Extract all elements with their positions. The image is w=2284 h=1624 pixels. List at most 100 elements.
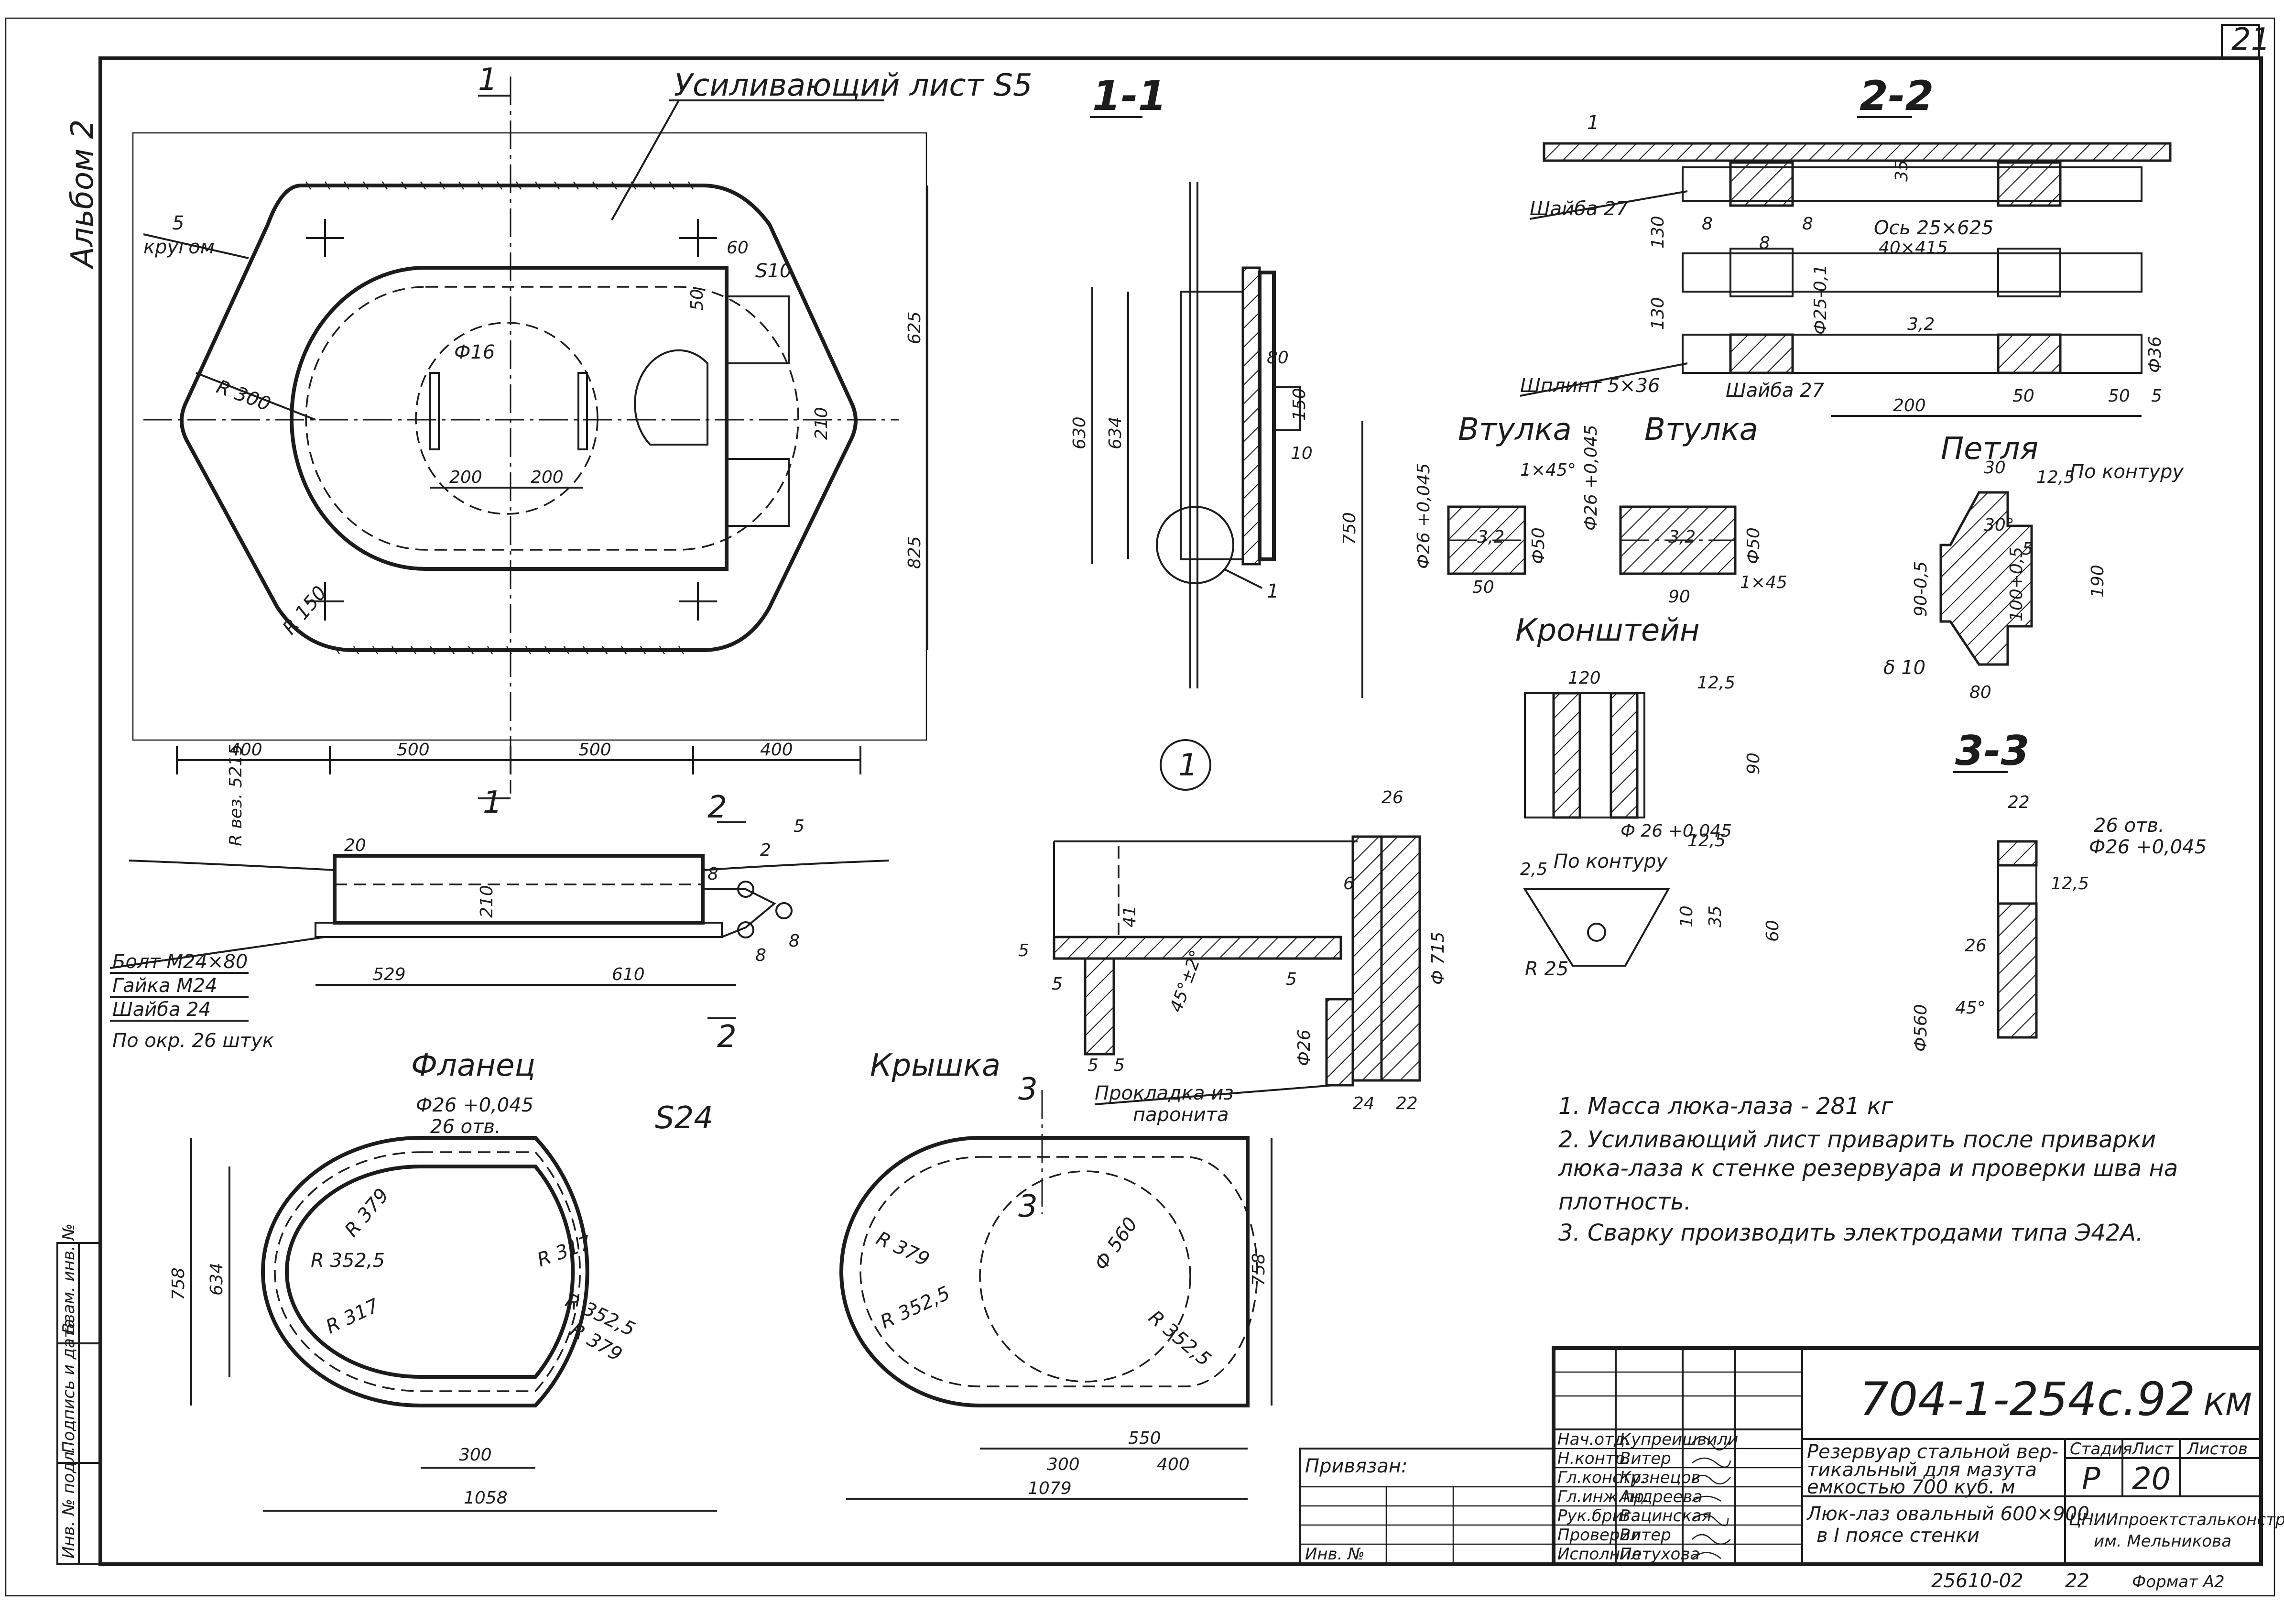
tb-signatures bbox=[1691, 1436, 1731, 1559]
elev-dim-20: 20 bbox=[344, 836, 366, 855]
hinge-knob bbox=[634, 349, 708, 446]
bracket-dim-60: 60 bbox=[1763, 920, 1783, 942]
s11-dim-750: 750 bbox=[1340, 512, 1360, 545]
section-3-3: 3-3 22 26 отв. Ф26 +0,045 12,5 26 Ф560 4… bbox=[1911, 727, 2207, 1052]
sleeve-2-chamfer: 1×45 bbox=[1740, 573, 1787, 592]
node-1-phi715: Ф 715 bbox=[1428, 932, 1448, 985]
node-1-dim-6: 6 bbox=[1343, 874, 1354, 894]
node-1-gasket-1: Прокладка из bbox=[1095, 1082, 1234, 1104]
tb-object-1: Резервуар стальной вер- bbox=[1807, 1441, 2058, 1463]
tb-org-2: им. Мельникова bbox=[2094, 1532, 2231, 1551]
elev-dim-610: 610 bbox=[612, 965, 645, 984]
elev-weld-8a: 8 bbox=[707, 864, 718, 884]
elev-weld-5: 5 bbox=[794, 817, 805, 836]
tb-name-5: Вацинская bbox=[1620, 1506, 1711, 1526]
flange-title: Фланец bbox=[411, 1048, 535, 1083]
bracket-part: Кронштейн 120 12,5 90 Ф 26 +0,045 12,5 2… bbox=[1515, 613, 1783, 980]
title-block: 704-1-254с.92 КМ Нач.отд. Н.контр. Гл.ко… bbox=[1299, 1346, 2284, 1592]
bracket-side bbox=[1523, 888, 1670, 967]
node-1-cover bbox=[1380, 835, 1421, 1082]
side-stamp-sign: Подпись и дата bbox=[59, 1319, 78, 1453]
section-marker-top: 1 bbox=[478, 62, 498, 98]
tb-mark: КМ bbox=[2204, 1387, 2252, 1423]
s22-dim-50a: 50 bbox=[2012, 386, 2034, 406]
cover-section-3b: 3 bbox=[1018, 1189, 1038, 1224]
album-label: Альбом 2 bbox=[65, 120, 100, 270]
bracket-radius: R 25 bbox=[1525, 958, 1568, 980]
section-1-1-title: 1-1 bbox=[1092, 72, 1166, 120]
format-label: Формат А2 bbox=[2132, 1572, 2225, 1591]
tb-role-7: Исполнил bbox=[1557, 1545, 1641, 1564]
tb-object-3: емкостью 700 куб. м bbox=[1807, 1476, 2015, 1498]
node-1-dim-5-c: 5 bbox=[1114, 1056, 1125, 1075]
handle-left bbox=[429, 372, 440, 450]
page-number-box bbox=[2221, 24, 2260, 59]
loop-dim-80: 80 bbox=[1969, 683, 1991, 702]
loop-delta: δ 10 bbox=[1883, 657, 1925, 679]
bracket-dim-10: 10 bbox=[1677, 905, 1697, 927]
loop-weld: 12,5 bbox=[2036, 468, 2075, 487]
dim-825: 825 bbox=[905, 536, 924, 569]
elevation-body bbox=[333, 854, 705, 925]
cover-r379: R 379 bbox=[873, 1227, 933, 1271]
node-1-dim-41: 41 bbox=[1120, 905, 1140, 927]
radius-300-line bbox=[196, 372, 316, 421]
node-1-marker bbox=[1160, 739, 1211, 791]
bracket-weld-25: 2,5 bbox=[1520, 860, 1547, 879]
sleeve-1-32: 3,2 bbox=[1477, 527, 1504, 547]
fastener-leader bbox=[109, 936, 326, 969]
s22-dim-50b: 50 bbox=[2108, 386, 2130, 406]
s22-dim-130a: 130 bbox=[1648, 216, 1668, 249]
node-1-detail: 1 26 5 5 5 5 5 6 41 45°±2° Ф26 Ф 715 24 … bbox=[1018, 739, 1448, 1126]
tb-object-2: тикальный для мазута bbox=[1807, 1459, 2037, 1481]
notes: 1. Масса люка-лаза - 281 кг 2. Усиливающ… bbox=[1558, 1093, 2178, 1246]
tb-sheet-1: Люк-лаз овальный 600×900 bbox=[1806, 1503, 2089, 1525]
s22-block-3 bbox=[1729, 248, 1794, 297]
cover-bolt-circle bbox=[859, 1156, 1258, 1387]
node-1-gasket bbox=[1325, 998, 1354, 1087]
section-3-3-title: 3-3 bbox=[1955, 727, 2029, 775]
elev-weld-8c: 8 bbox=[789, 931, 800, 951]
flange-holes: 26 отв. bbox=[430, 1116, 501, 1138]
flange-outer bbox=[261, 1136, 589, 1407]
cover-r3525b: R 352,5 bbox=[1144, 1306, 1215, 1371]
elev-section-2-top-label: 2 bbox=[707, 790, 727, 825]
loop-dim-90: 90-0,5 bbox=[1911, 561, 1931, 617]
s11-dim-630: 630 bbox=[1070, 416, 1089, 449]
dim-50: 50 bbox=[687, 289, 707, 311]
tb-role-2: Н.контр. bbox=[1557, 1449, 1630, 1468]
elev-weld-8b: 8 bbox=[755, 946, 766, 965]
section-1-1: 1-1 80 150 10 630 634 750 1 bbox=[1070, 72, 1363, 698]
s22-cotter-line bbox=[1520, 362, 1688, 397]
section-2-2: 2-2 1 Шайба 27 Ось 25×625 40×415 Шплинт … bbox=[1520, 72, 2172, 417]
tb-name-1: Купреишвили bbox=[1620, 1430, 1738, 1449]
tb-sheet-2: в I поясе стенки bbox=[1816, 1525, 1979, 1547]
s11-dim-80: 80 bbox=[1267, 348, 1289, 368]
dim-625: 625 bbox=[905, 311, 924, 344]
flange-part: Фланец S24 Ф26 +0,045 26 отв. R 379 R 35… bbox=[169, 1048, 717, 1512]
side-stamp-replace: Взам. инв. № bbox=[59, 1223, 78, 1334]
s33-top-block bbox=[1997, 840, 2038, 867]
s22-dim-32: 3,2 bbox=[1907, 315, 1935, 334]
flange-holes-phi: Ф26 +0,045 bbox=[416, 1094, 533, 1116]
flange-dim-758: 758 bbox=[169, 1267, 188, 1300]
elev-section-2-bot-label: 2 bbox=[717, 1019, 737, 1055]
dim-s10: S10 bbox=[755, 260, 792, 282]
inner-frame bbox=[98, 56, 2263, 1566]
bottom-dim-3: 500 bbox=[578, 740, 611, 760]
tb-name-4: Андреева bbox=[1619, 1487, 1702, 1506]
loop-title: Петля bbox=[1941, 431, 2038, 467]
tb-name-3: Кузнецов bbox=[1620, 1468, 1700, 1487]
cover-outline bbox=[839, 1136, 1250, 1407]
tb-stage-label: Стадия bbox=[2070, 1439, 2132, 1459]
cover-section-3: 3 bbox=[1018, 1072, 1038, 1107]
note-2: 2. Усиливающий лист приварить после прив… bbox=[1558, 1126, 2156, 1153]
s22-row-bot bbox=[1682, 334, 2143, 374]
weld-marks-plan bbox=[305, 181, 694, 654]
node-1-phi26: Ф26 bbox=[1294, 1029, 1314, 1066]
s11-callout-leader bbox=[1223, 568, 1262, 589]
hinge-upper bbox=[726, 295, 790, 364]
elev-dim-210: 210 bbox=[477, 885, 497, 918]
sleeve-2-dim-90: 90 bbox=[1668, 587, 1690, 607]
elevation-flange bbox=[315, 922, 723, 938]
